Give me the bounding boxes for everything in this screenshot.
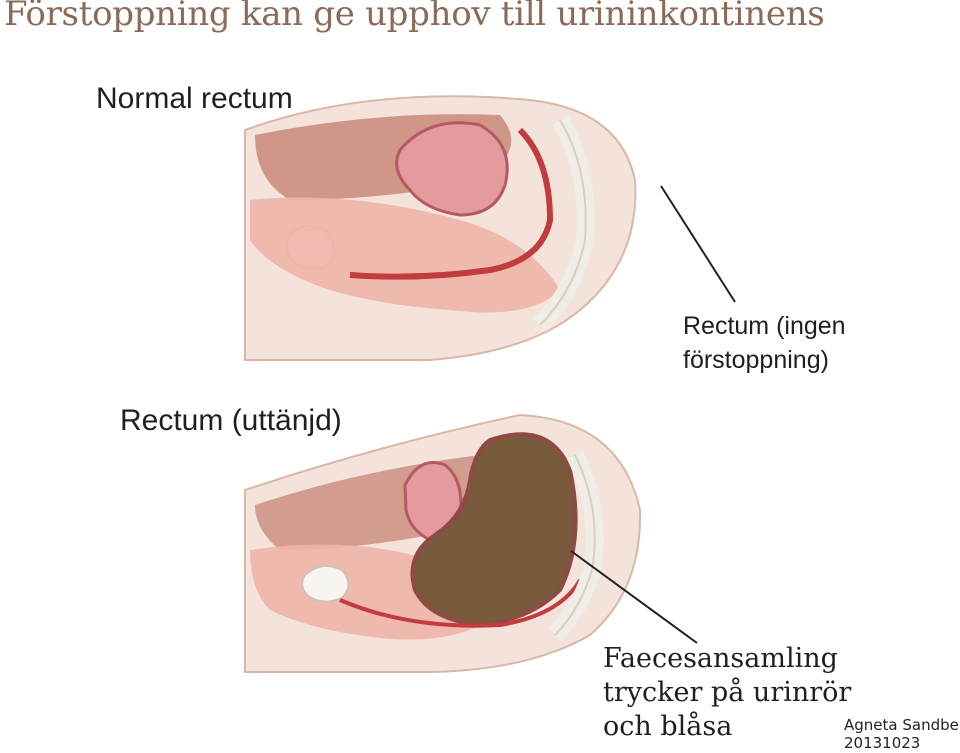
- uterus-top: [395, 121, 509, 217]
- distended-rectum-illustration: [244, 413, 642, 673]
- label-normal-rectum: Normal rectum: [96, 82, 293, 115]
- label-faeces-line1: Faecesansamling: [603, 643, 838, 674]
- label-rectum-distended: Rectum (uttänjd): [120, 404, 342, 437]
- spine-top-edge: [539, 119, 587, 326]
- normal-rectum-illustration: [244, 95, 637, 361]
- page-title: Förstoppning kan ge upphov till urininko…: [4, 0, 825, 34]
- author-credit: Agneta Sandberg 20131023: [844, 716, 960, 752]
- bladder-bottom: [301, 565, 350, 603]
- pelvic-tissue-top: [250, 197, 560, 313]
- rectum-top: [349, 127, 554, 280]
- leader-line-bottom: [570, 550, 698, 644]
- label-faeces-accumulation: Faecesansamling trycker på urinrör och b…: [603, 642, 851, 744]
- label-rectum-no-constipation-line2: förstoppning): [683, 346, 829, 374]
- label-rectum-no-constipation: Rectum (ingen förstoppning): [683, 309, 846, 377]
- leader-line-top: [660, 185, 736, 303]
- urethra-bottom: [339, 578, 582, 628]
- label-faeces-line2: trycker på urinrör: [603, 677, 852, 708]
- credit-date: 20131023: [844, 734, 921, 752]
- label-rectum-no-constipation-line1: Rectum (ingen: [683, 312, 846, 340]
- faeces-filled-rectum: [410, 432, 578, 628]
- label-faeces-line3: och blåsa: [603, 711, 733, 742]
- credit-name: Agneta Sandberg: [844, 716, 960, 734]
- spine-bottom-edge: [554, 454, 596, 636]
